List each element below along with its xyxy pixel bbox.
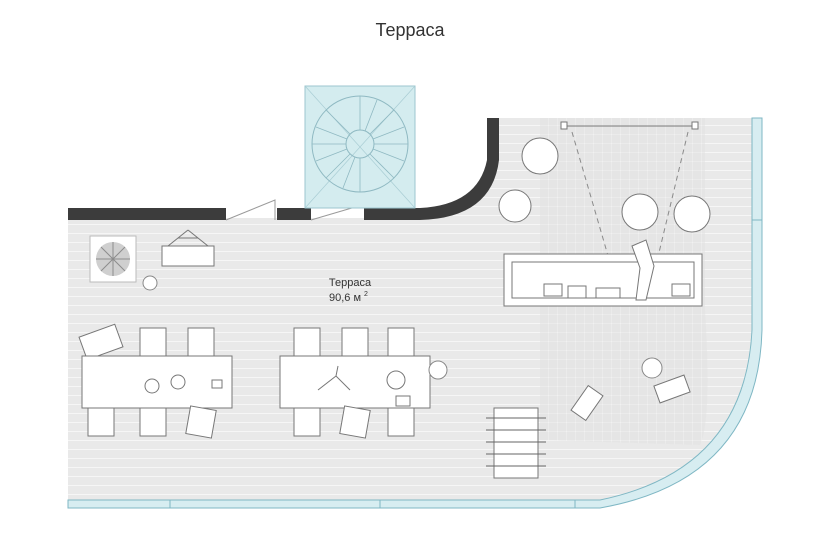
plan-title: Терраса	[375, 20, 445, 40]
room-name-label: Терраса	[329, 277, 372, 289]
wall-left-segment	[68, 208, 226, 220]
bean-bags	[498, 137, 711, 233]
stair-skylight	[304, 85, 416, 209]
plant-icon	[89, 235, 137, 283]
swing-bench	[161, 229, 215, 267]
room-area-unit-superscript: 2	[364, 291, 368, 298]
sofa	[503, 239, 703, 307]
door-left	[225, 199, 276, 221]
dining-table-left	[78, 323, 233, 439]
glass-railing	[67, 117, 763, 509]
dining-table-right	[279, 327, 431, 439]
room-area-label: 90,6 м	[329, 292, 361, 304]
projector-screen	[560, 121, 699, 130]
small-table-flower	[428, 360, 448, 380]
curved-wall	[364, 118, 499, 220]
small-armchair	[142, 275, 158, 291]
wall-middle-segment	[277, 208, 311, 220]
floor-lamp	[641, 357, 663, 379]
lounge-chair	[570, 374, 691, 422]
foosball-table	[486, 407, 546, 479]
